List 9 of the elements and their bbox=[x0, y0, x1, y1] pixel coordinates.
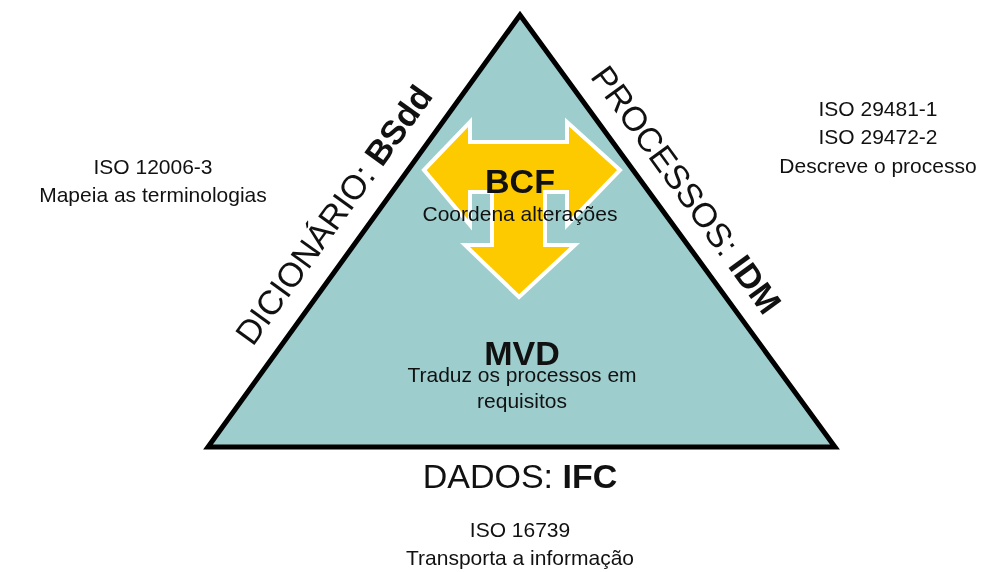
note-text: Transporta a informação bbox=[406, 545, 634, 571]
standard-reference: ISO 16739 bbox=[469, 517, 571, 543]
node-heading: BCF bbox=[485, 161, 555, 202]
standard-reference: ISO 29481-1 bbox=[818, 96, 938, 122]
standard-reference: ISO 12006-3 bbox=[93, 154, 213, 180]
node-heading: MVD bbox=[484, 333, 560, 372]
note-text: Descreve o processo bbox=[779, 153, 977, 179]
side-label: DADOS: IFC bbox=[422, 457, 618, 497]
standard-reference: ISO 29472-2 bbox=[818, 124, 938, 150]
